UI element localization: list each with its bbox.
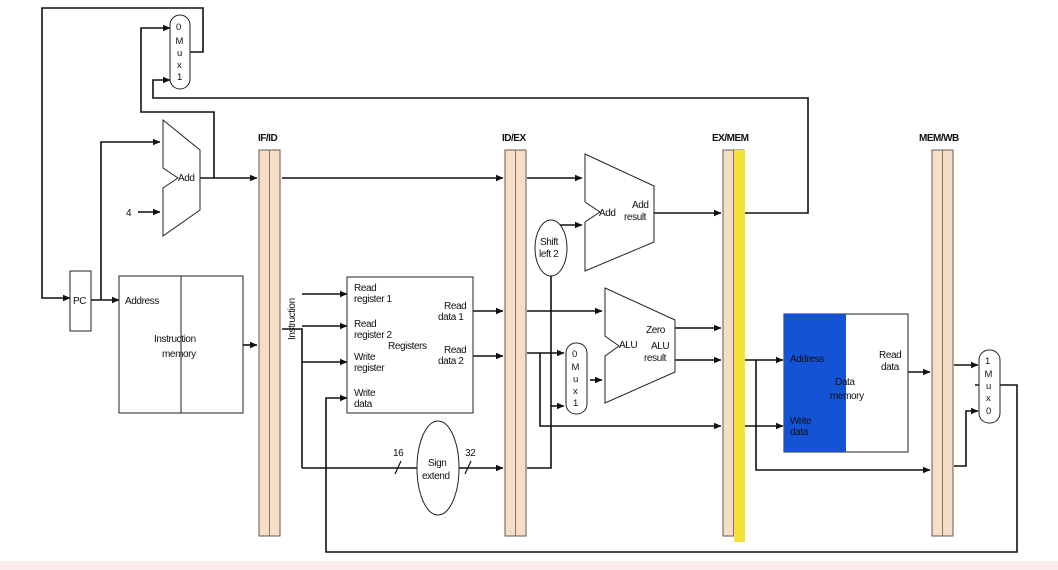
data-memory-read-data-a: Read	[879, 350, 901, 361]
wb-mux-u: u	[986, 381, 991, 392]
data-memory-highlight	[784, 314, 846, 452]
wires	[41, 7, 1018, 553]
alu-result-a: ALU	[651, 341, 669, 352]
branch-adder-result-b: result	[624, 212, 647, 223]
read-data-1-a: Read	[444, 301, 466, 312]
instruction-memory-label-2: memory	[162, 349, 196, 360]
sign-extend-in-width: 16	[393, 448, 404, 459]
shift-left-label-2: left 2	[539, 249, 559, 260]
instruction-memory: Address Instruction memory	[118, 275, 244, 414]
read-register-1-b: register 1	[354, 294, 393, 305]
sign-extend-label-1: Sign	[428, 458, 446, 469]
wb-mux: 1 M u x 0	[978, 349, 1001, 424]
alu-mux-m: M	[572, 362, 580, 373]
shift-left-2: Shift left 2	[534, 219, 568, 277]
alu-result-b: result	[644, 353, 667, 364]
data-memory-title-b: memory	[830, 391, 864, 402]
instruction-memory-address: Address	[125, 296, 159, 307]
wb-mux-0: 0	[986, 406, 991, 417]
write-data-b: data	[354, 399, 373, 410]
wb-mux-1: 1	[985, 356, 990, 367]
write-register-b: register	[354, 363, 385, 374]
read-data-2-b: data 2	[438, 356, 464, 367]
data-memory-read-data-b: data	[881, 362, 900, 373]
pc-mux-1: 1	[177, 72, 182, 83]
pc-mux-0: 0	[176, 22, 181, 33]
pipeline-register-mem-wb	[931, 149, 954, 537]
program-counter: PC	[69, 270, 92, 332]
shift-left-label-1: Shift	[540, 237, 559, 248]
pc-label: PC	[73, 296, 86, 307]
pipeline-register-ex-mem	[722, 149, 745, 542]
read-data-2-a: Read	[444, 345, 466, 356]
id-ex-label: ID/EX	[502, 133, 526, 144]
pc-adder: Add	[162, 118, 201, 237]
alu-mux-u: u	[573, 374, 578, 385]
bottom-strip	[0, 561, 1058, 570]
data-memory: Address Data memory Write data Read data	[783, 313, 909, 453]
pc-mux: 0 M u x 1	[169, 14, 191, 90]
alu: ALU Zero ALU result	[604, 287, 676, 404]
branch-adder-result-a: Add	[632, 200, 649, 211]
alu-mux: 0 M u x 1	[565, 342, 588, 415]
read-register-2-b: register 2	[354, 330, 393, 341]
sign-extend-label-2: extend	[422, 471, 450, 482]
ex-mem-label: EX/MEM	[712, 133, 749, 144]
data-memory-write-data-a: Write	[790, 416, 812, 427]
write-register-a: Write	[354, 352, 376, 363]
pc-adder-label: Add	[178, 173, 195, 184]
register-file: Read register 1 Read register 2 Write re…	[346, 276, 474, 414]
write-data-a: Write	[354, 388, 376, 399]
alu-mux-1: 1	[573, 398, 578, 409]
ex-mem-highlight	[734, 150, 745, 542]
read-register-2-a: Read	[354, 319, 376, 330]
wb-mux-x: x	[986, 393, 991, 404]
data-memory-address: Address	[790, 354, 824, 365]
pc-mux-m: M	[176, 36, 184, 47]
wb-mux-m: M	[985, 369, 993, 380]
data-memory-title-a: Data	[835, 377, 855, 388]
pc-mux-u: u	[177, 48, 182, 59]
read-register-1-a: Read	[354, 283, 376, 294]
pc-mux-x: x	[177, 60, 182, 71]
branch-adder: Add Add result	[584, 153, 655, 272]
alu-mux-x: x	[573, 386, 578, 397]
constant-four-label: 4	[126, 208, 132, 219]
mem-wb-label: MEM/WB	[919, 133, 959, 144]
branch-adder-label: Add	[599, 208, 616, 219]
instruction-bus-label: Instruction	[287, 298, 298, 340]
sign-extend-out-width: 32	[465, 448, 476, 459]
instruction-memory-label-1: Instruction	[154, 334, 196, 345]
data-memory-write-data-b: data	[790, 427, 809, 438]
sign-extend: Sign extend 16 32	[393, 420, 477, 516]
alu-mux-0: 0	[572, 349, 577, 360]
registers-title: Registers	[388, 341, 427, 352]
alu-label: ALU	[619, 340, 637, 351]
alu-zero: Zero	[646, 325, 666, 336]
read-data-1-b: data 1	[438, 312, 464, 323]
if-id-label: IF/ID	[258, 133, 277, 144]
pipeline-register-id-ex	[504, 149, 527, 537]
pipeline-register-if-id	[258, 149, 281, 537]
